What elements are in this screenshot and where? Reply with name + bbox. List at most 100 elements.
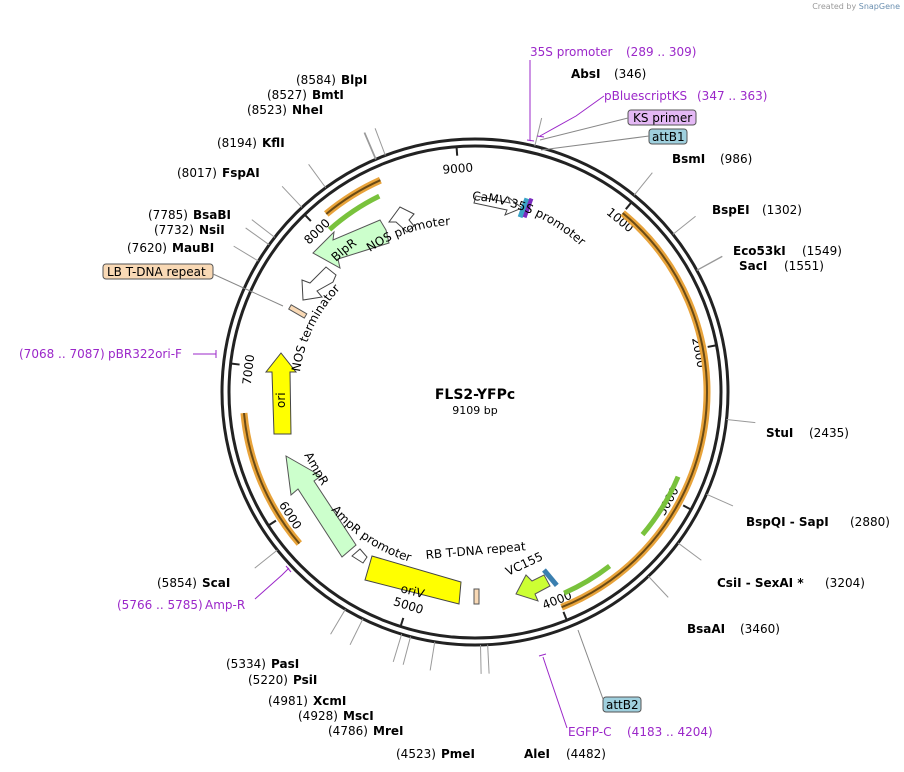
attb2-label: attB2 (606, 698, 639, 712)
enzyme-line-5 (726, 418, 756, 424)
plasmid-size: 9109 bp (452, 404, 497, 417)
enzyme-blpi: (8584)BlpI (296, 73, 367, 87)
enzyme-bsmi: BsmI(986) (672, 152, 752, 166)
enzyme-line-12 (402, 636, 412, 665)
enzyme-csii-sexai: CsiI - SexAI *(3204) (717, 576, 865, 590)
ks-marker (522, 197, 534, 219)
camv-35s-text: CaMV 35S promoter (472, 189, 589, 248)
enzyme-line-13 (392, 633, 403, 663)
enzyme-mrei: (4786)MreI (328, 724, 403, 738)
enzyme-line-24 (374, 128, 386, 156)
attb1-label: attB1 (652, 130, 685, 144)
attb2-box (602, 696, 642, 713)
enzyme-connectors (233, 117, 756, 674)
tick-label-7000: 7000 (240, 354, 257, 386)
ampr-arrow (285, 455, 357, 558)
tick-mark-7000 (230, 362, 240, 366)
credit-prefix: Created by (812, 2, 857, 11)
enzyme-bsaai: BsaAI(3460) (687, 622, 780, 636)
enzyme-line-22 (363, 132, 376, 160)
rb-tdna-repeat-mark (473, 588, 480, 605)
ori-arrow (264, 352, 298, 435)
orf-arc-2 (640, 475, 681, 537)
enzyme-line-1 (633, 172, 653, 196)
primer-amp-r: (5766 .. 5785)Amp-R (117, 598, 245, 612)
orf-arc-3 (563, 564, 612, 596)
enzyme-eco53ki: Eco53kI(1549) (733, 244, 842, 258)
ks-primer-box (627, 109, 697, 126)
enzyme-line-6 (706, 493, 734, 507)
enzyme-line-21 (308, 164, 327, 189)
attb2-marker (542, 568, 559, 587)
enzyme-line-4 (696, 256, 723, 271)
primer-connectors (193, 60, 605, 729)
enzyme-line-2 (672, 215, 696, 235)
enzyme-line-16 (254, 549, 278, 569)
enzyme-kfli: (8194)KflI (217, 136, 285, 150)
blpr-arrow (312, 219, 390, 269)
enzyme-saci: SacI(1551) (739, 259, 824, 273)
backbone (220, 137, 730, 647)
primer-labels: 35S promoter(289 .. 309) pBluescriptKS(3… (19, 45, 767, 739)
enzyme-bsabi: (7785)BsaBI (148, 208, 231, 222)
tick-mark-9000 (455, 146, 459, 156)
orf-arcs (240, 176, 711, 611)
tick-mark-1000 (625, 201, 633, 210)
enzyme-pmei: (4523)PmeI (396, 747, 475, 761)
tick-mark-2000 (707, 344, 717, 348)
tick-mark-3000 (682, 504, 692, 511)
enzyme-line-18 (245, 227, 270, 246)
enzyme-xcmi: (4981)XcmI (268, 694, 346, 708)
enzyme-nsii: (7732)NsiI (154, 223, 225, 237)
primer-egfp-c: EGFP-C(4183 .. 4204) (568, 725, 713, 739)
camv-35s-promoter-arrow (473, 195, 523, 216)
enzyme-stui: StuI(2435) (766, 426, 849, 440)
plasmid-name: FLS2-YFPc (435, 387, 515, 403)
tick-label-9000: 9000 (442, 161, 474, 177)
enzyme-labels: AbsI(346) BsmI(986) BspEI(1302) Eco53kI(… (127, 67, 890, 761)
nos-terminator-arrow (301, 266, 337, 301)
snapgene-logo: SnapGene (858, 2, 900, 11)
tick-mark-5000 (399, 617, 405, 627)
boxed-features: KS primer attB1 attB2 LB T-DNA repeat (102, 109, 697, 713)
enzyme-line-8 (648, 575, 669, 598)
camv-35s-label: CaMV 35S promoter (472, 189, 589, 248)
tick-mark-4000 (562, 611, 568, 621)
enzyme-line-14 (349, 618, 364, 646)
lb-tdna-repeat-box (102, 263, 214, 280)
enzyme-line-19 (251, 219, 276, 238)
enzyme-line-20 (281, 185, 303, 208)
primer-pbluescriptks: pBluescriptKS(347 .. 363) (604, 89, 767, 103)
rb-tdna-repeat-label: RB T-DNA repeat (425, 539, 526, 562)
enzyme-line-0 (534, 117, 543, 147)
lb-tdna-repeat-label: LB T-DNA repeat (107, 265, 206, 279)
enzyme-line-17 (233, 245, 259, 262)
attb1-marker (517, 197, 530, 219)
ori-label: ori (274, 392, 288, 408)
enzyme-maubi: (7620)MauBI (127, 241, 214, 255)
enzyme-nhei: (8523)NheI (247, 103, 323, 117)
enzyme-line-10 (479, 644, 482, 674)
enzyme-absi: AbsI(346) (571, 67, 646, 81)
enzyme-bspqi-sapi: BspQI - SapI(2880) (746, 515, 890, 529)
primer-35s-promoter: 35S promoter(289 .. 309) (530, 45, 696, 59)
enzyme-line-7 (677, 542, 702, 561)
ks-primer-label: KS primer (633, 111, 692, 125)
ampr-promoter-arrow (351, 548, 368, 564)
enzyme-bmti: (8527)BmtI (267, 88, 344, 102)
tick-mark-6000 (267, 519, 277, 527)
enzyme-pasi: (5334)PasI (226, 657, 299, 671)
enzyme-msci: (4928)MscI (298, 709, 374, 723)
enzyme-scai: (5854)ScaI (157, 576, 230, 590)
enzyme-psii: (5220)PsiI (248, 673, 317, 687)
orf-arc-8 (327, 193, 381, 232)
box-connectors (212, 117, 650, 700)
enzyme-bspei: BspEI(1302) (712, 203, 802, 217)
enzyme-line-23 (364, 132, 377, 160)
snapgene-credit: Created by SnapGene (812, 2, 900, 11)
nos-promoter-arrow (388, 206, 415, 233)
enzyme-alei: AleI(4482) (524, 747, 606, 761)
enzyme-line-15 (330, 609, 346, 635)
orf-arc-1 (561, 212, 708, 609)
